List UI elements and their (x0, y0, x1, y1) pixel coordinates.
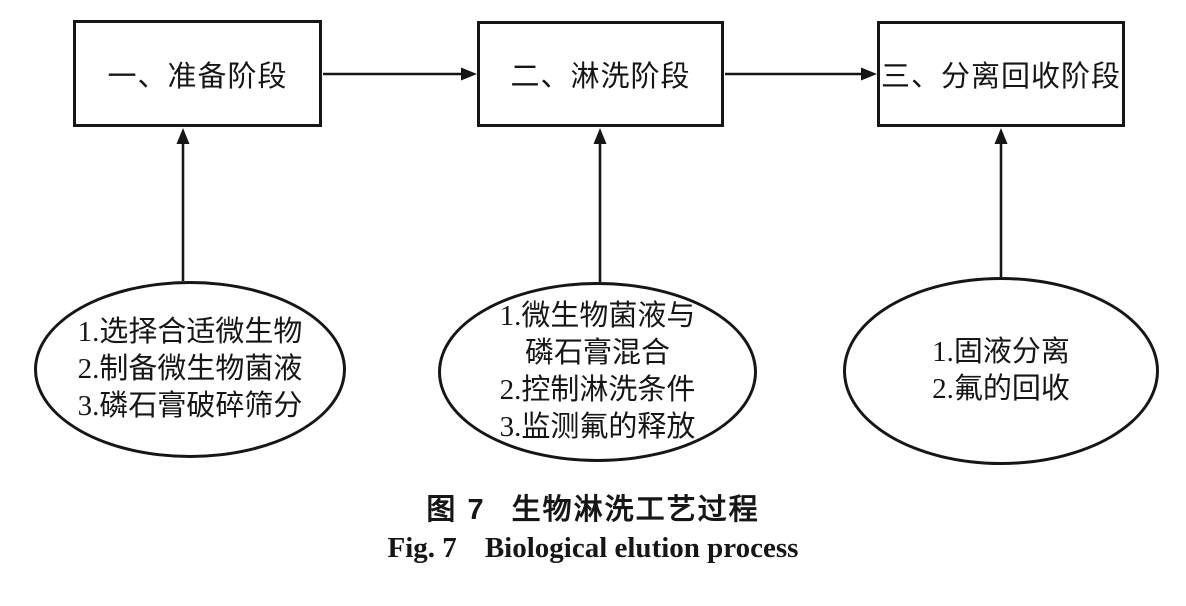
stage-box-preparation-label: 一、准备阶段 (107, 60, 288, 93)
figure-number-zh: 图 7 (426, 494, 486, 526)
figure-title-zh: 生物淋洗工艺过程 (511, 494, 760, 526)
figure-caption-zh: 图 7 生物淋洗工艺过程 (0, 486, 1186, 528)
arrow-stage2-to-stage3 (725, 67, 877, 81)
detail-line: 2.控制淋洗条件 (499, 374, 696, 406)
detail-line: 1.选择合适微生物 (77, 316, 303, 348)
stage-box-elution: 二、淋洗阶段 (477, 21, 724, 127)
figure-caption-en: Fig. 7 Biological elution process (0, 532, 1186, 565)
details-elution-lines: 1.微生物菌液与 磷石膏混合 2.控制淋洗条件 3.监测氟的释放 (500, 298, 696, 446)
arrow-details3-to-stage3 (994, 128, 1008, 277)
stage-box-separation-recovery-label: 三、分离回收阶段 (880, 61, 1121, 93)
detail-line: 2.氟的回收 (932, 373, 1070, 405)
details-ellipse-preparation: 1.选择合适微生物 2.制备微生物菌液 3.磷石膏破碎筛分 (34, 281, 346, 458)
details-preparation-lines: 1.选择合适微生物 2.制备微生物菌液 3.磷石膏破碎筛分 (78, 314, 303, 425)
stage-box-preparation: 一、准备阶段 (73, 20, 322, 127)
details-ellipse-separation-recovery: 1.固液分离 2.氟的回收 (843, 277, 1159, 465)
arrow-details2-to-stage2 (593, 128, 607, 282)
detail-line-wrap: 磷石膏混合 (524, 337, 670, 369)
detail-line: 2.制备微生物菌液 (77, 353, 303, 385)
detail-line: 1.固液分离 (932, 336, 1070, 368)
arrow-details1-to-stage1 (176, 128, 190, 281)
detail-line: 3.磷石膏破碎筛分 (77, 390, 303, 422)
figure-number-en: Fig. 7 (387, 532, 457, 564)
details-ellipse-elution: 1.微生物菌液与 磷石膏混合 2.控制淋洗条件 3.监测氟的释放 (438, 282, 757, 462)
detail-line: 3.监测氟的释放 (499, 411, 696, 443)
stage-box-elution-label: 二、淋洗阶段 (510, 61, 691, 93)
arrow-stage1-to-stage2 (323, 67, 477, 81)
detail-line: 1.微生物菌液与 (499, 300, 696, 332)
stage-box-separation-recovery: 三、分离回收阶段 (877, 21, 1125, 127)
details-separation-recovery-lines: 1.固液分离 2.氟的回收 (932, 334, 1070, 408)
figure-title-en: Biological elution process (484, 532, 799, 564)
